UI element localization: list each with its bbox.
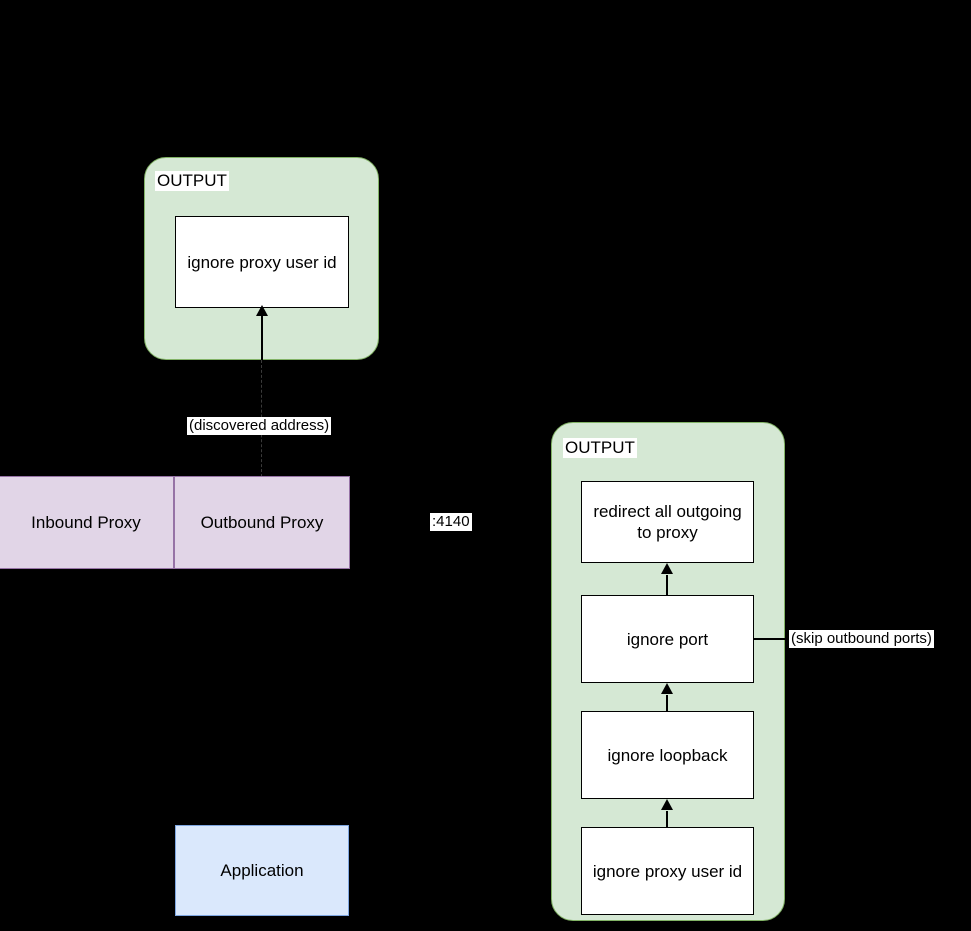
box-ignore-loopback: ignore loopback [581,711,754,799]
arrow-userid-to-loopback-icon [661,799,673,810]
arrow-ignore-port-to-redirect-icon [661,563,673,574]
box-ignore-port: ignore port [581,595,754,683]
box-redirect-all-outgoing: redirect all outgoing to proxy [581,481,754,563]
connector-userid-to-loopback [666,811,668,829]
box-top-ignore-proxy-user-id: ignore proxy user id [175,216,349,308]
output-group-right-label: OUTPUT [563,438,637,458]
connector-ignore-port-to-redirect [666,575,668,597]
arrow-loopback-to-port-icon [661,683,673,694]
arrow-into-top-box-icon [256,305,268,316]
connector-loopback-to-port [666,695,668,713]
box-right-ignore-proxy-user-id: ignore proxy user id [581,827,754,915]
application-box: Application [175,825,349,916]
edge-label-port-4140: :4140 [430,513,472,531]
output-group-top-label: OUTPUT [155,171,229,191]
edge-label-skip-outbound-ports: (skip outbound ports) [789,630,934,648]
edge-label-discovered-address: (discovered address) [187,417,332,435]
outbound-proxy-box: Outbound Proxy [174,476,350,569]
connector-skip-outbound-ports [754,638,790,640]
connector-top-arrow-shaft [261,308,263,360]
box-redirect-all-outgoing-text: redirect all outgoing to proxy [593,502,742,542]
inbound-proxy-box: Inbound Proxy [0,476,174,569]
